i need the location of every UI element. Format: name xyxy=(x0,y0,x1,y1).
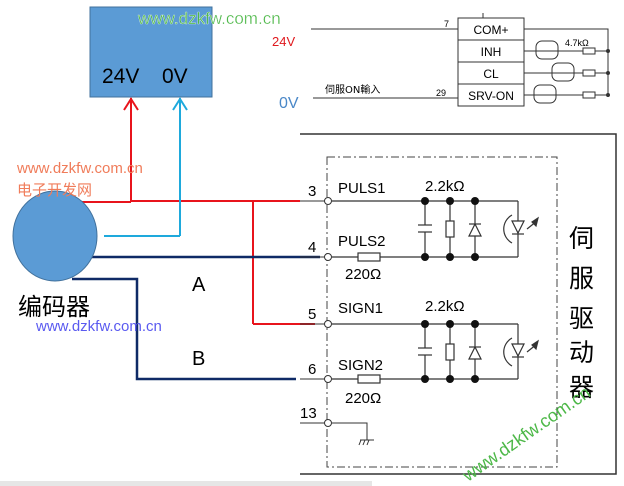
terminal-srv-on: SRV-ON xyxy=(468,89,514,103)
sign-input-circuit xyxy=(332,320,539,384)
watermark-left-cn: 电子开发网 xyxy=(17,181,92,199)
top-0v-label: 0V xyxy=(279,95,299,112)
driver-pins xyxy=(300,197,332,427)
driver-title-char-3: 驱 xyxy=(569,304,594,333)
terminal-com-plus: COM+ xyxy=(473,23,508,37)
bottom-strip xyxy=(0,481,372,486)
channel-a-label: A xyxy=(192,274,206,296)
driver-title-char-2: 服 xyxy=(569,264,594,293)
pin-6-name: SIGN2 xyxy=(338,357,383,374)
watermark-middle: www.dzkfw.com.cn xyxy=(35,318,162,335)
pin-7-label: 7 xyxy=(444,19,449,29)
watermark-diagonal: www.dzkfw.com.cn xyxy=(458,382,594,486)
pin-5-number: 5 xyxy=(308,306,316,323)
watermark-top: www.dzkfw.com.cn xyxy=(137,9,281,28)
srv-on-input-label: 伺服ON輸入 xyxy=(325,83,380,96)
driver-title-char-1: 伺 xyxy=(569,224,594,253)
terminal-inh: INH xyxy=(481,45,502,59)
channel-b-label: B xyxy=(192,348,205,370)
pin-3-number: 3 xyxy=(308,183,316,200)
servo-driver: 3 PULS1 4 PULS2 5 SIGN1 6 SIGN2 13 2.2k xyxy=(300,133,617,475)
encoder: 编码器 A B xyxy=(12,190,206,370)
power-supply-24v-label: 24V xyxy=(102,65,139,88)
pulse-input-circuit xyxy=(332,197,539,262)
terminal-cl: CL xyxy=(483,67,499,81)
pin-3-name: PULS1 xyxy=(338,180,386,197)
pin-29-label: 29 xyxy=(436,88,446,98)
power-supply: 24V 0V xyxy=(89,6,213,98)
pin-6-number: 6 xyxy=(308,361,316,378)
top-right-panel: 24V 0V 7 29 伺服ON輸入 COM+ INH CL SRV-ON xyxy=(272,13,610,112)
resistor-2k2-label-1: 2.2kΩ xyxy=(425,178,465,195)
driver-title-char-5: 器 xyxy=(569,373,594,402)
resistor-2k2-label-2: 2.2kΩ xyxy=(425,298,465,315)
driver-title-char-4: 动 xyxy=(569,338,594,367)
encoder-label: 编码器 xyxy=(18,293,90,321)
power-supply-box xyxy=(89,6,213,98)
pin-4-number: 4 xyxy=(308,239,316,256)
power-supply-0v-label: 0V xyxy=(162,65,188,88)
resistor-220-label-2: 220Ω xyxy=(345,390,381,407)
encoder-circle xyxy=(12,190,98,282)
ground-symbol xyxy=(332,422,374,446)
pin-4-name: PULS2 xyxy=(338,233,386,250)
resistor-4k7-label: 4.7kΩ xyxy=(565,38,589,48)
pin-13-number: 13 xyxy=(300,405,317,422)
pin-5-name: SIGN1 xyxy=(338,300,383,317)
optocoupler-rows xyxy=(524,40,610,104)
resistor-220-label-1: 220Ω xyxy=(345,266,381,283)
watermark-left-url: www.dzkfw.com.cn xyxy=(16,160,143,177)
cyan-0v-wire xyxy=(104,97,188,237)
top-24v-label: 24V xyxy=(272,34,295,49)
encoder-wires xyxy=(72,255,320,381)
